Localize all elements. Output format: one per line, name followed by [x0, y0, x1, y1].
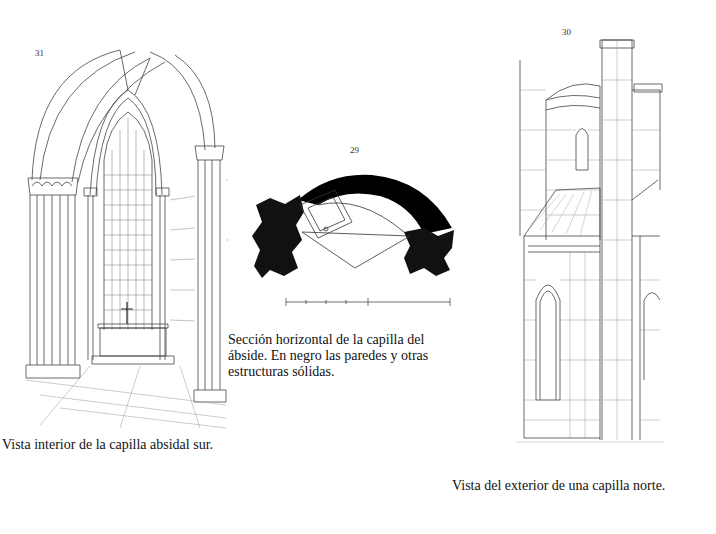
figure-number: 31	[35, 48, 65, 58]
figure-caption: Vista del exterior de una capilla norte.	[452, 478, 688, 494]
plan-section	[252, 175, 454, 306]
interior-view	[26, 50, 228, 428]
figure-number: 30	[562, 27, 592, 37]
figure-number: 29	[350, 145, 380, 155]
figure-caption: Vista interior de la capilla absidal sur…	[2, 437, 224, 453]
exterior-view	[516, 40, 664, 442]
figure-caption: Sección horizontal de la capilla del ábs…	[228, 332, 464, 380]
